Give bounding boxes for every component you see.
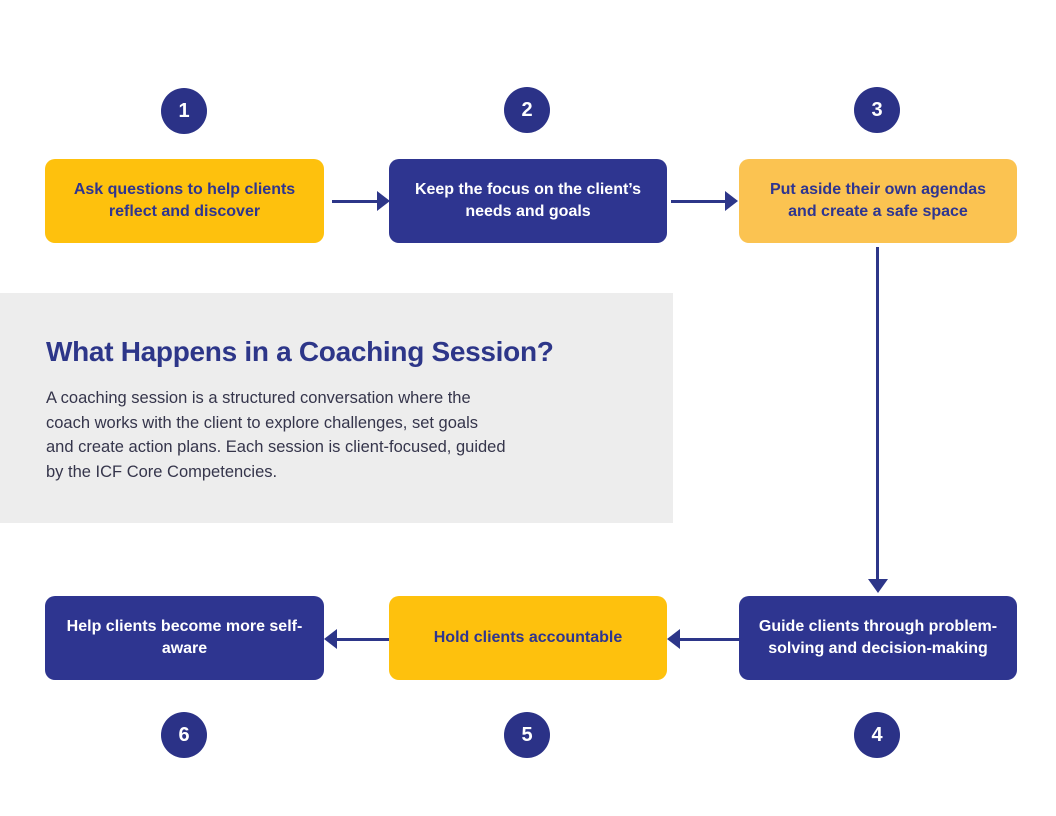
arrow-shaft [679, 638, 739, 641]
step-3-number-badge: 3 [854, 87, 900, 133]
step-2-number-badge: 2 [504, 87, 550, 133]
step-6-card: Help clients become more self-aware [45, 596, 324, 680]
page-title: What Happens in a Coaching Session? [46, 336, 554, 367]
step-1-number-badge: 1 [161, 88, 207, 134]
arrow-head [324, 629, 337, 649]
arrow-shaft [336, 638, 389, 641]
arrow-right-icon [671, 191, 738, 211]
step-4-card: Guide clients through problem-solving an… [739, 596, 1017, 680]
step-2-card: Keep the focus on the client’s needs and… [389, 159, 667, 243]
step-5-card: Hold clients accountable [389, 596, 667, 680]
step-1-card: Ask questions to help clients reflect an… [45, 159, 324, 243]
arrow-right-icon [332, 191, 390, 211]
arrow-left-icon [667, 629, 739, 649]
step-6-number-badge: 6 [161, 712, 207, 758]
step-3-card: Put aside their own agendas and create a… [739, 159, 1017, 243]
step-5-number-badge: 5 [504, 712, 550, 758]
arrow-shaft [332, 200, 378, 203]
arrow-head [667, 629, 680, 649]
arrow-down-icon [868, 247, 888, 593]
info-panel: What Happens in a Coaching Session? A co… [0, 293, 673, 523]
arrow-left-icon [324, 629, 389, 649]
arrow-head [725, 191, 738, 211]
step-4-number-badge: 4 [854, 712, 900, 758]
info-panel-body: A coaching session is a structured conve… [46, 389, 506, 481]
arrow-shaft [671, 200, 726, 203]
arrow-head [868, 579, 888, 593]
arrow-shaft [876, 247, 879, 580]
arrow-head [377, 191, 390, 211]
